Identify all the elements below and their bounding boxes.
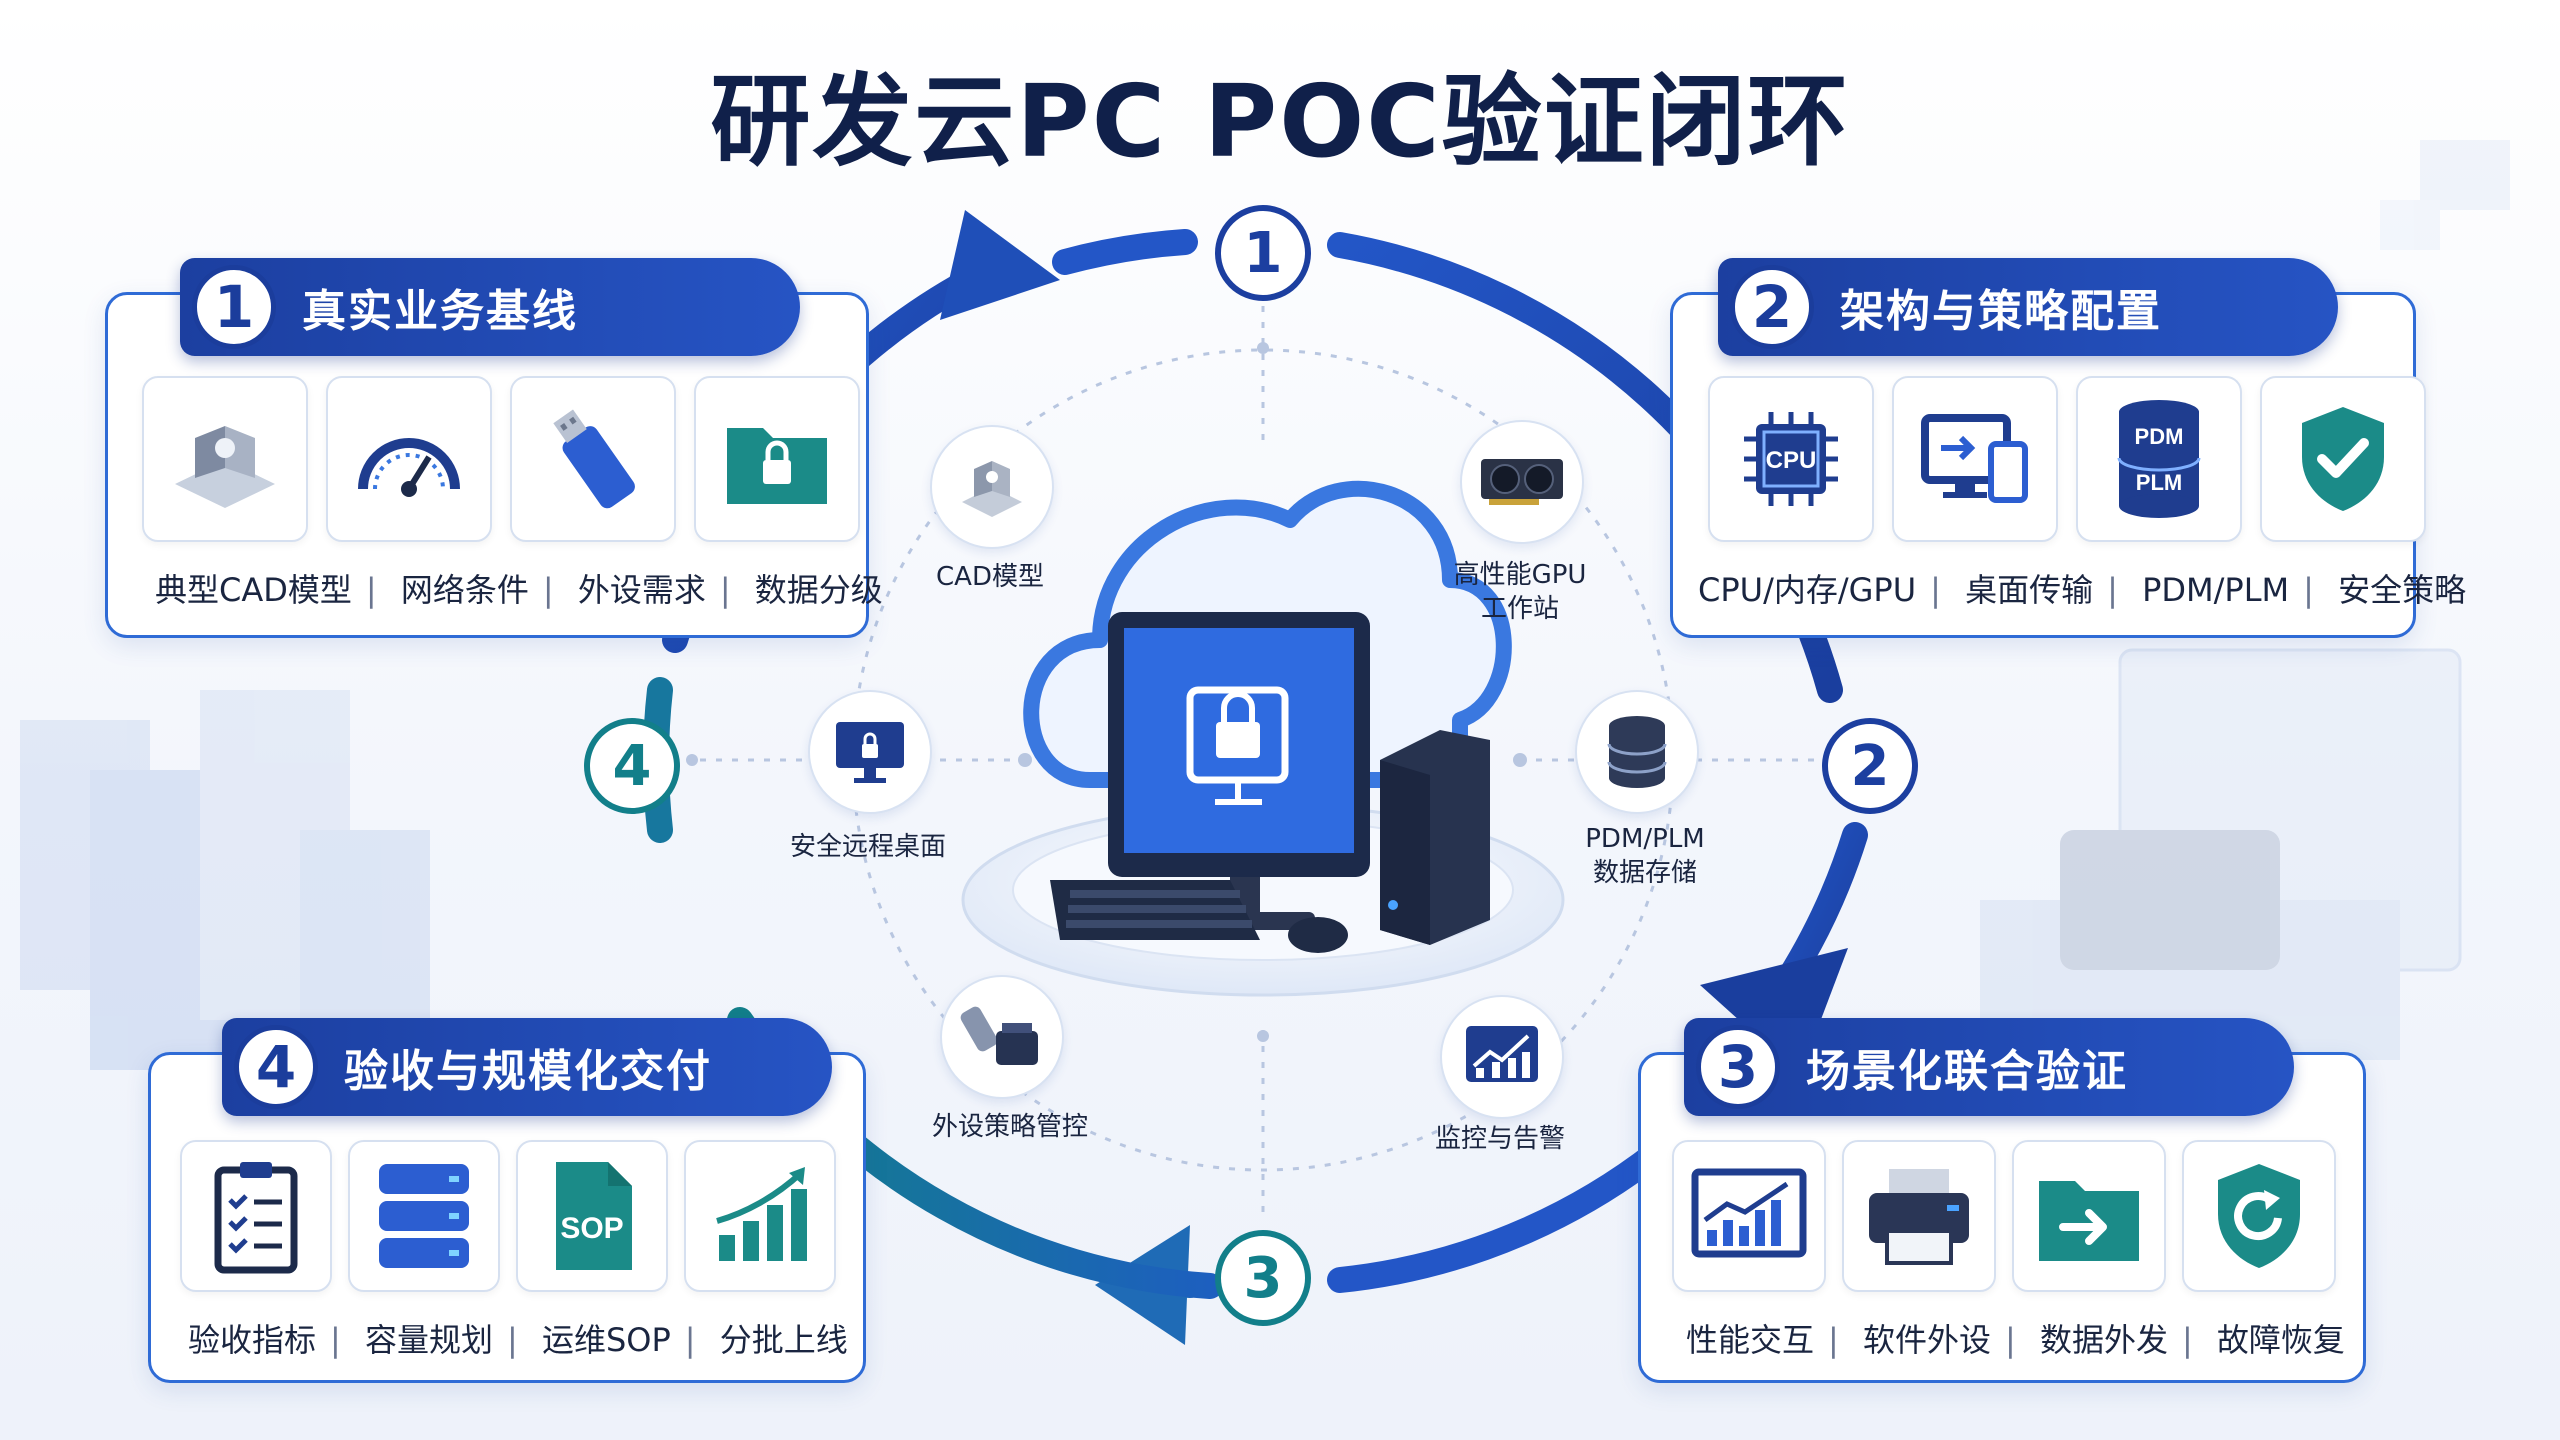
panel-2-item-1: CPU/内存/GPU [1698, 571, 1917, 609]
cycle-step-2: 2 [1822, 718, 1918, 814]
background-servers-left [20, 690, 430, 1070]
cycle-step-3: 3 [1215, 1230, 1311, 1326]
sop-document-icon: SOP [516, 1140, 668, 1292]
panel-4-number: 4 [234, 1025, 318, 1109]
cycle-step-4: 4 [584, 718, 680, 814]
folder-export-icon [2012, 1140, 2166, 1292]
pdm-icon-text: PDM [2135, 424, 2184, 449]
panel-4-title: 验收与规模化交付 [344, 1046, 712, 1097]
storage-label: PDM/PLM 数据存储 [1585, 824, 1705, 888]
page-title: 研发云PC POC验证闭环 [710, 63, 1850, 180]
growth-chart-icon [684, 1140, 836, 1292]
panel-2-header: 2 架构与策略配置 [1718, 258, 2338, 356]
gauge-icon [326, 376, 492, 542]
panel-3-item-1: 性能交互 [1686, 1321, 1815, 1359]
panel-1-title: 真实业务基线 [302, 286, 578, 337]
panel-3-item-3: 数据外发 [2039, 1321, 2168, 1359]
peripheral-label: 外设策略管控 [931, 1112, 1088, 1142]
checklist-icon [180, 1140, 332, 1292]
panel-3-caption: 性能交互| 软件外设| 数据外发| 故障恢复 [1686, 1321, 2345, 1359]
monitoring-label: 监控与告警 [1434, 1124, 1565, 1154]
storage-node [1575, 690, 1699, 814]
panel-2-item-2: 桌面传输 [1965, 571, 2094, 609]
peripheral-icon [960, 1006, 1038, 1065]
database-icon [1607, 716, 1667, 788]
panel-1-header: 1 真实业务基线 [180, 258, 800, 356]
monitoring-chart-icon [1466, 1026, 1538, 1082]
panel-4-caption: 验收指标| 容量规划| 运维SOP| 分批上线 [188, 1321, 848, 1359]
desktop-transfer-icon [1892, 376, 2058, 542]
monitoring-node [1440, 995, 1564, 1119]
sop-icon-text: SOP [560, 1212, 623, 1245]
background-device-right [1980, 140, 2510, 1060]
locked-folder-icon [694, 376, 860, 542]
panel-1-item-2: 网络条件 [400, 571, 529, 609]
panel-3-item-4: 故障恢复 [2216, 1321, 2345, 1359]
panel-3-title: 场景化联合验证 [1806, 1046, 2128, 1097]
gpu-workstation-node [1460, 420, 1584, 544]
gpu-workstation-label: 高性能GPU 工作站 [1453, 560, 1587, 624]
remote-desktop-label: 安全远程桌面 [789, 832, 946, 862]
panel-3-item-2: 软件外设 [1862, 1321, 1991, 1359]
panel-1-item-1: 典型CAD模型 [155, 571, 352, 609]
cad-part-icon [142, 376, 308, 542]
panel-2-caption: CPU/内存/GPU| 桌面传输| PDM/PLM| 安全策略 [1698, 571, 2467, 609]
panel-4-item-1: 验收指标 [188, 1321, 317, 1359]
gpu-card-icon [1481, 459, 1563, 505]
cad-part-icon [962, 461, 1022, 517]
panel-3-number: 3 [1696, 1025, 1780, 1109]
usb-drive-icon [510, 376, 676, 542]
plm-icon-text: PLM [2136, 470, 2182, 495]
panel-1-number: 1 [192, 265, 276, 349]
panel-1-icons [142, 376, 860, 542]
remote-desktop-node [808, 690, 932, 814]
monitor-icon [1108, 612, 1370, 930]
panel-4-item-4: 分批上线 [719, 1321, 848, 1359]
panel-3-header: 3 场景化联合验证 [1684, 1018, 2294, 1116]
panel-1-caption: 典型CAD模型| 网络条件| 外设需求| 数据分级 [155, 571, 883, 609]
server-stack-icon [348, 1140, 500, 1292]
panel-4-header: 4 验收与规模化交付 [222, 1018, 832, 1116]
panel-2-title: 架构与策略配置 [1840, 286, 2162, 337]
mouse-icon [1288, 917, 1348, 953]
printer-icon [1842, 1140, 1996, 1292]
panel-4-item-2: 容量规划 [364, 1321, 493, 1359]
panel-2-icons: CPU PDM PLM [1708, 376, 2426, 542]
panel-3-icons [1672, 1140, 2336, 1292]
panel-1-item-4: 数据分级 [754, 571, 883, 609]
cpu-icon: CPU [1708, 376, 1874, 542]
performance-chart-icon [1672, 1140, 1826, 1292]
panel-2-number: 2 [1730, 265, 1814, 349]
peripheral-node [940, 975, 1064, 1099]
keyboard-icon [1050, 880, 1260, 940]
panel-4-item-3: 运维SOP [541, 1321, 671, 1359]
panel-1-item-3: 外设需求 [577, 571, 706, 609]
arrow-to-1 [940, 210, 1060, 320]
pdm-plm-database-icon: PDM PLM [2076, 376, 2242, 542]
cad-model-node [930, 425, 1054, 549]
shield-check-icon [2260, 376, 2426, 542]
secure-desktop-icon [836, 722, 904, 783]
cad-model-label: CAD模型 [936, 562, 1044, 592]
panel-2-item-3: PDM/PLM [2142, 571, 2290, 609]
panel-2-item-4: 安全策略 [2338, 571, 2467, 609]
panel-4-icons: SOP [180, 1140, 836, 1292]
shield-refresh-icon [2182, 1140, 2336, 1292]
pc-tower-icon [1380, 730, 1490, 945]
cpu-icon-text: CPU [1766, 447, 1817, 474]
cycle-step-1: 1 [1215, 205, 1311, 301]
